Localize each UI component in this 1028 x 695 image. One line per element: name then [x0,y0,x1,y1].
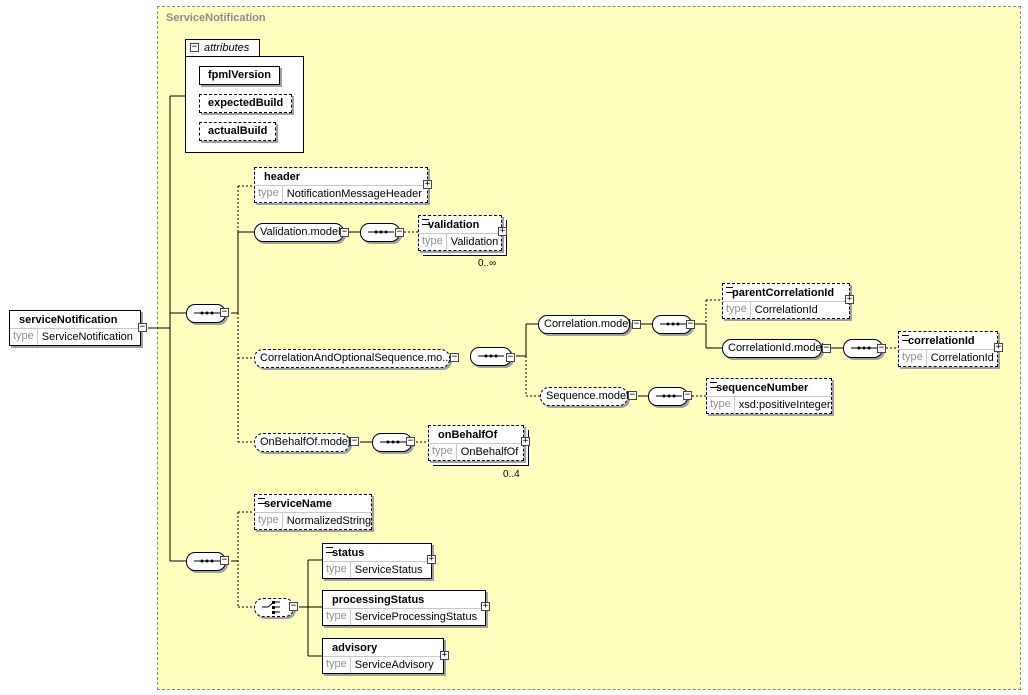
sequence-icon [656,394,682,398]
occurrence-label: 0..∞ [478,258,497,269]
group-sequence-model[interactable]: Sequence.model [540,387,629,406]
collapse-icon[interactable]: − [220,307,229,317]
frame-title: ServiceNotification [166,12,266,24]
attribute-actualbuild[interactable]: actualBuild [199,122,277,141]
collapse-icon[interactable]: − [686,319,695,329]
sequence-compositor-icon[interactable] [186,304,226,323]
collapse-icon[interactable]: − [406,436,415,446]
sequence-icon [194,559,220,563]
collapse-icon[interactable]: − [628,390,637,400]
collapse-icon[interactable]: − [450,352,459,362]
collapse-icon[interactable]: − [138,322,147,332]
expand-icon[interactable]: + [427,554,436,564]
group-correlationid-model[interactable]: CorrelationId.model [722,339,824,358]
expand-icon[interactable]: + [498,226,507,236]
collapse-icon[interactable]: − [289,601,298,611]
documentation-icon [422,219,429,225]
collapse-icon[interactable]: − [877,343,886,353]
sequence-compositor-icon[interactable] [652,315,692,334]
collapse-icon[interactable]: − [822,343,831,353]
sequence-icon [380,440,406,444]
sequence-compositor-icon[interactable] [186,552,226,571]
choice-compositor-icon[interactable] [254,598,294,617]
sequence-compositor-icon[interactable] [360,223,400,242]
collapse-icon[interactable]: − [350,436,359,446]
expand-icon[interactable]: + [423,179,432,189]
group-correlation-optional-sequence[interactable]: CorrelationAndOptionalSequence.mo... [254,349,451,368]
sequence-icon [660,322,686,326]
collapse-icon[interactable]: − [632,319,641,329]
expand-icon[interactable]: + [481,601,490,611]
group-validation-model[interactable]: Validation.model [254,223,344,242]
documentation-icon [258,498,265,504]
group-onbehalfof-model[interactable]: OnBehalfOf.model [254,433,351,452]
sequence-icon [368,230,394,234]
sequence-compositor-icon[interactable] [843,339,883,358]
collapse-icon[interactable]: − [506,352,515,362]
documentation-icon [902,335,909,341]
expand-icon[interactable]: + [845,294,854,304]
sequence-icon [194,311,220,315]
collapse-icon[interactable]: − [220,555,229,565]
collapse-icon[interactable]: − [190,42,199,52]
sequence-icon [851,346,877,350]
collapse-icon[interactable]: − [683,390,692,400]
attribute-fpmlversion[interactable]: fpmlVersion [199,66,280,85]
expand-icon[interactable]: + [440,650,449,660]
expand-icon[interactable]: + [521,436,530,446]
attributes-tab[interactable]: attributes [185,39,260,57]
occurrence-label: 0..4 [503,469,520,480]
collapse-icon[interactable]: − [340,227,349,237]
attribute-expectedbuild[interactable]: expectedBuild [199,94,293,113]
choice-icon [262,601,280,614]
documentation-icon [326,547,333,553]
documentation-icon [710,382,717,388]
sequence-icon [478,354,504,358]
expand-icon[interactable]: + [994,342,1003,352]
collapse-icon[interactable]: − [395,227,404,237]
sequence-compositor-icon[interactable] [648,387,688,406]
group-correlation-model[interactable]: Correlation.model [538,315,631,334]
documentation-icon [726,287,733,293]
